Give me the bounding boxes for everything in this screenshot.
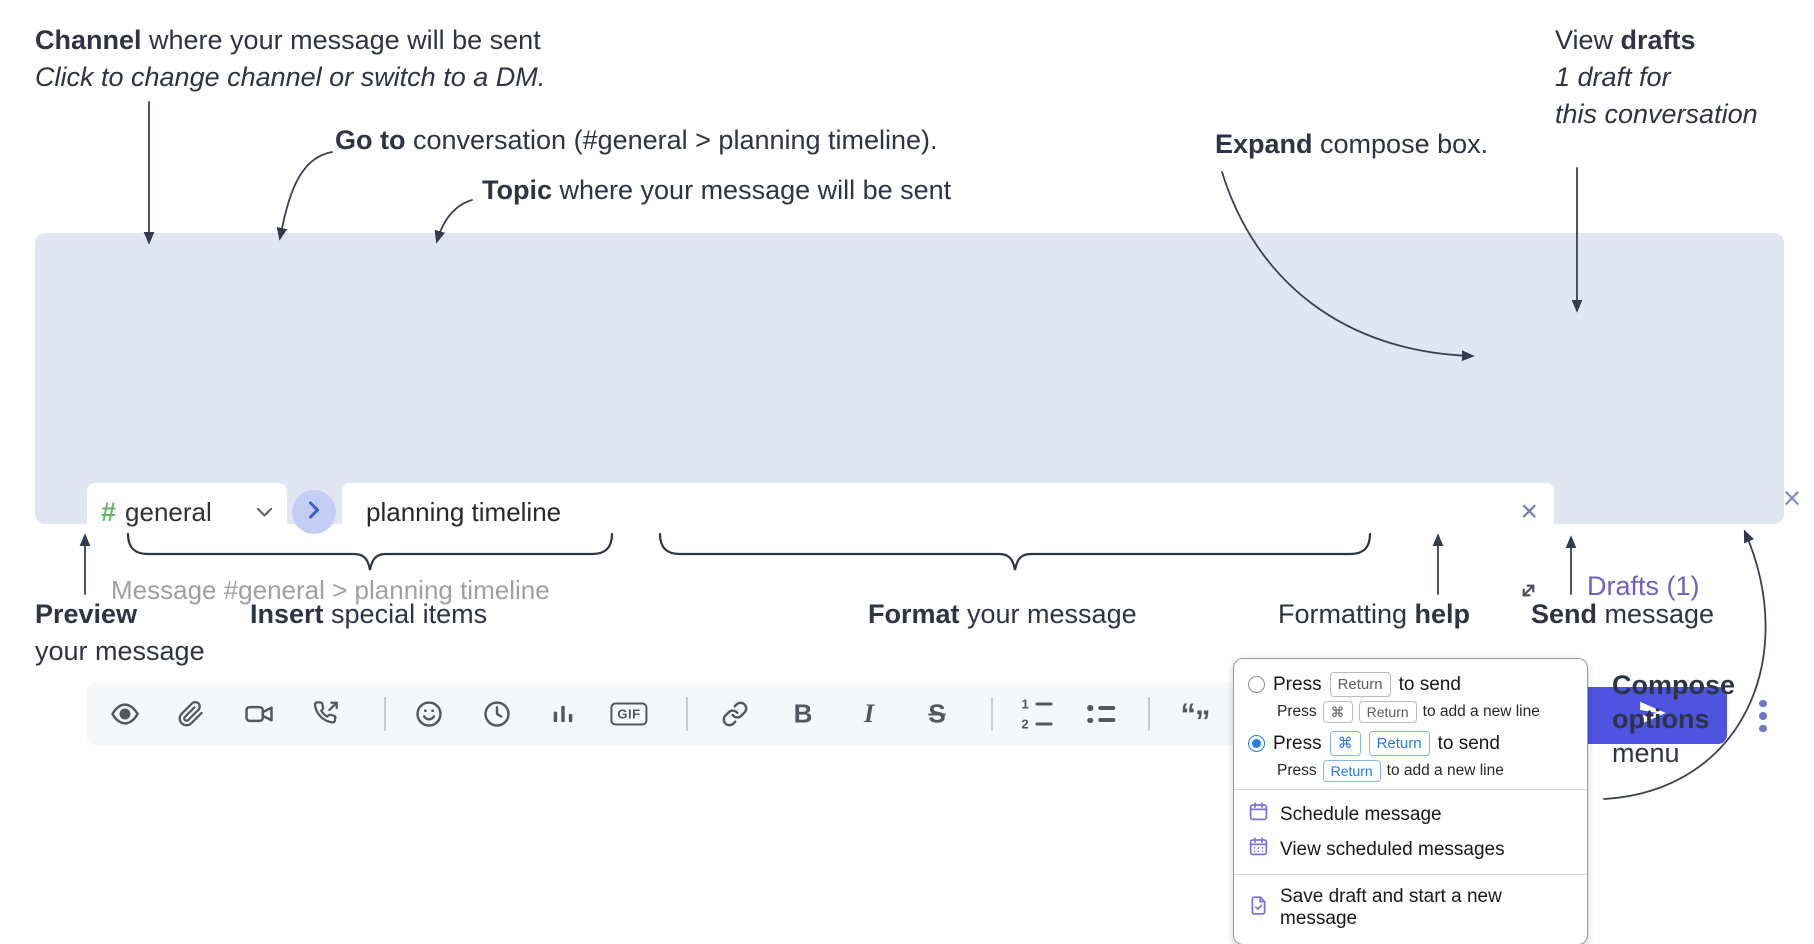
option-cmd-return-to-send-hint: Press Return to add a new line — [1277, 760, 1573, 782]
attach-file-icon[interactable] — [178, 700, 205, 728]
menu-item-view-scheduled[interactable]: View scheduled messages — [1248, 832, 1573, 867]
kbd-return: Return — [1358, 701, 1417, 723]
channel-hash-icon: # — [101, 496, 117, 527]
toolbar-divider — [686, 697, 688, 731]
menu-item-save-draft[interactable]: Save draft and start a new message — [1248, 882, 1573, 934]
bold-icon[interactable]: B — [793, 698, 813, 729]
kbd-cmd: ⌘ — [1322, 701, 1353, 723]
kbd-cmd: ⌘ — [1329, 731, 1361, 756]
italic-icon[interactable]: I — [863, 699, 875, 728]
annotation-view-drafts: View drafts 1 draft for this conversatio… — [1555, 25, 1758, 129]
compose-box: # general × × Drafts (1) — [35, 233, 1801, 745]
time-icon[interactable] — [483, 700, 512, 729]
clear-topic-icon[interactable]: × — [1520, 495, 1538, 528]
compose-options-icon[interactable] — [1751, 694, 1775, 738]
kbd-return: Return — [1368, 731, 1430, 756]
kbd-return: Return — [1322, 760, 1381, 782]
menu-divider — [1234, 874, 1587, 875]
calendar-icon — [1248, 801, 1269, 828]
radio-selected-icon[interactable] — [1248, 735, 1265, 752]
topic-field: × — [342, 483, 1554, 541]
menu-item-schedule-message[interactable]: Schedule message — [1248, 797, 1573, 832]
poll-icon[interactable] — [549, 700, 577, 728]
kbd-return: Return — [1329, 672, 1391, 697]
annotation-channel-line2: Click to change channel or switch to a D… — [35, 62, 546, 92]
audio-call-icon[interactable] — [313, 701, 340, 728]
toolbar-divider — [384, 697, 386, 731]
annotation-compose-options: Compose options menu — [1612, 670, 1736, 768]
annotation-insert: Insert special items — [250, 599, 488, 629]
link-icon[interactable] — [722, 701, 749, 728]
annotation-goto: Go to conversation (#general > planning … — [335, 125, 938, 155]
annotation-expand: Expand compose box. — [1215, 129, 1489, 159]
draft-check-icon — [1248, 895, 1269, 922]
option-cmd-return-to-send[interactable]: Press ⌘ Return to send — [1248, 728, 1573, 759]
menu-divider — [1234, 789, 1587, 790]
quote-icon[interactable]: “” — [1180, 696, 1211, 739]
annotation-channel-rest: where your message will be sent — [141, 25, 541, 55]
calendar-grid-icon — [1248, 836, 1269, 863]
option-return-to-send-hint: Press ⌘ Return to add a new line — [1277, 701, 1573, 723]
annotation-preview: Preview your message — [35, 599, 205, 666]
preview-icon[interactable] — [110, 699, 140, 729]
message-input[interactable] — [87, 553, 1554, 673]
topic-input[interactable] — [342, 496, 1554, 528]
compose-options-menu: Press Return to send Press ⌘ Return to a… — [1233, 658, 1588, 944]
strikethrough-icon[interactable]: S — [928, 698, 946, 729]
emoji-icon[interactable] — [415, 700, 444, 729]
option-return-to-send[interactable]: Press Return to send — [1248, 669, 1573, 700]
gif-icon[interactable]: GIF — [610, 702, 648, 726]
toolbar-divider — [991, 697, 993, 731]
video-call-icon[interactable] — [244, 699, 274, 729]
close-compose-icon[interactable]: × — [1782, 480, 1802, 516]
radio-unselected-icon[interactable] — [1248, 676, 1265, 693]
expand-compose-icon[interactable] — [1517, 579, 1540, 607]
channel-name: general — [125, 496, 212, 527]
annotation-send: Send message — [1531, 599, 1715, 629]
channel-selector[interactable]: # general — [87, 483, 287, 541]
numbered-list-icon[interactable]: 1 2 — [1022, 698, 1053, 731]
toolbar-divider — [1148, 697, 1150, 731]
chevron-right-icon — [308, 501, 320, 524]
bulleted-list-icon[interactable] — [1087, 705, 1115, 723]
annotation-format: Format your message — [868, 599, 1137, 629]
chevron-down-icon — [256, 507, 273, 518]
annotation-formatting-help: Formatting help — [1278, 599, 1471, 629]
message-field — [87, 553, 1554, 673]
annotation-topic: Topic where your message will be sent — [482, 175, 952, 205]
annotation-channel: Channel where your message will be sent … — [35, 22, 545, 96]
annotation-channel-bold: Channel — [35, 25, 142, 55]
go-to-conversation-button[interactable] — [292, 490, 336, 534]
